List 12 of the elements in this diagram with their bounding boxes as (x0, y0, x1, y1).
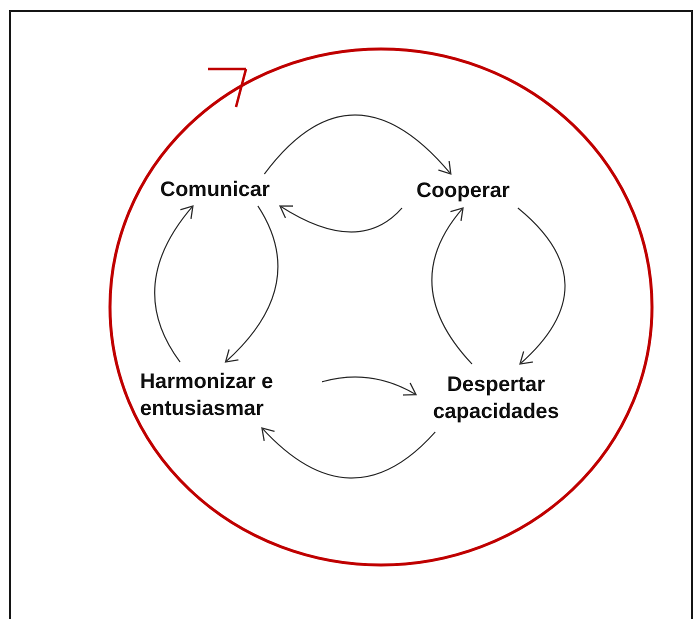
curved-arrow (518, 208, 566, 365)
step-label: Cooperar (415, 178, 511, 204)
curved-arrow (224, 206, 278, 363)
curved-arrow (264, 114, 452, 175)
curved-arrow (279, 205, 402, 233)
curved-arrow (154, 205, 194, 362)
step-label: Harmonizar e entusiasmar (140, 368, 274, 422)
step-label: Despertar capacidades (432, 372, 560, 425)
curved-arrow (322, 376, 417, 396)
curved-arrow (261, 427, 436, 479)
curved-arrow (431, 207, 472, 364)
step-label: Comunicar (159, 177, 271, 204)
